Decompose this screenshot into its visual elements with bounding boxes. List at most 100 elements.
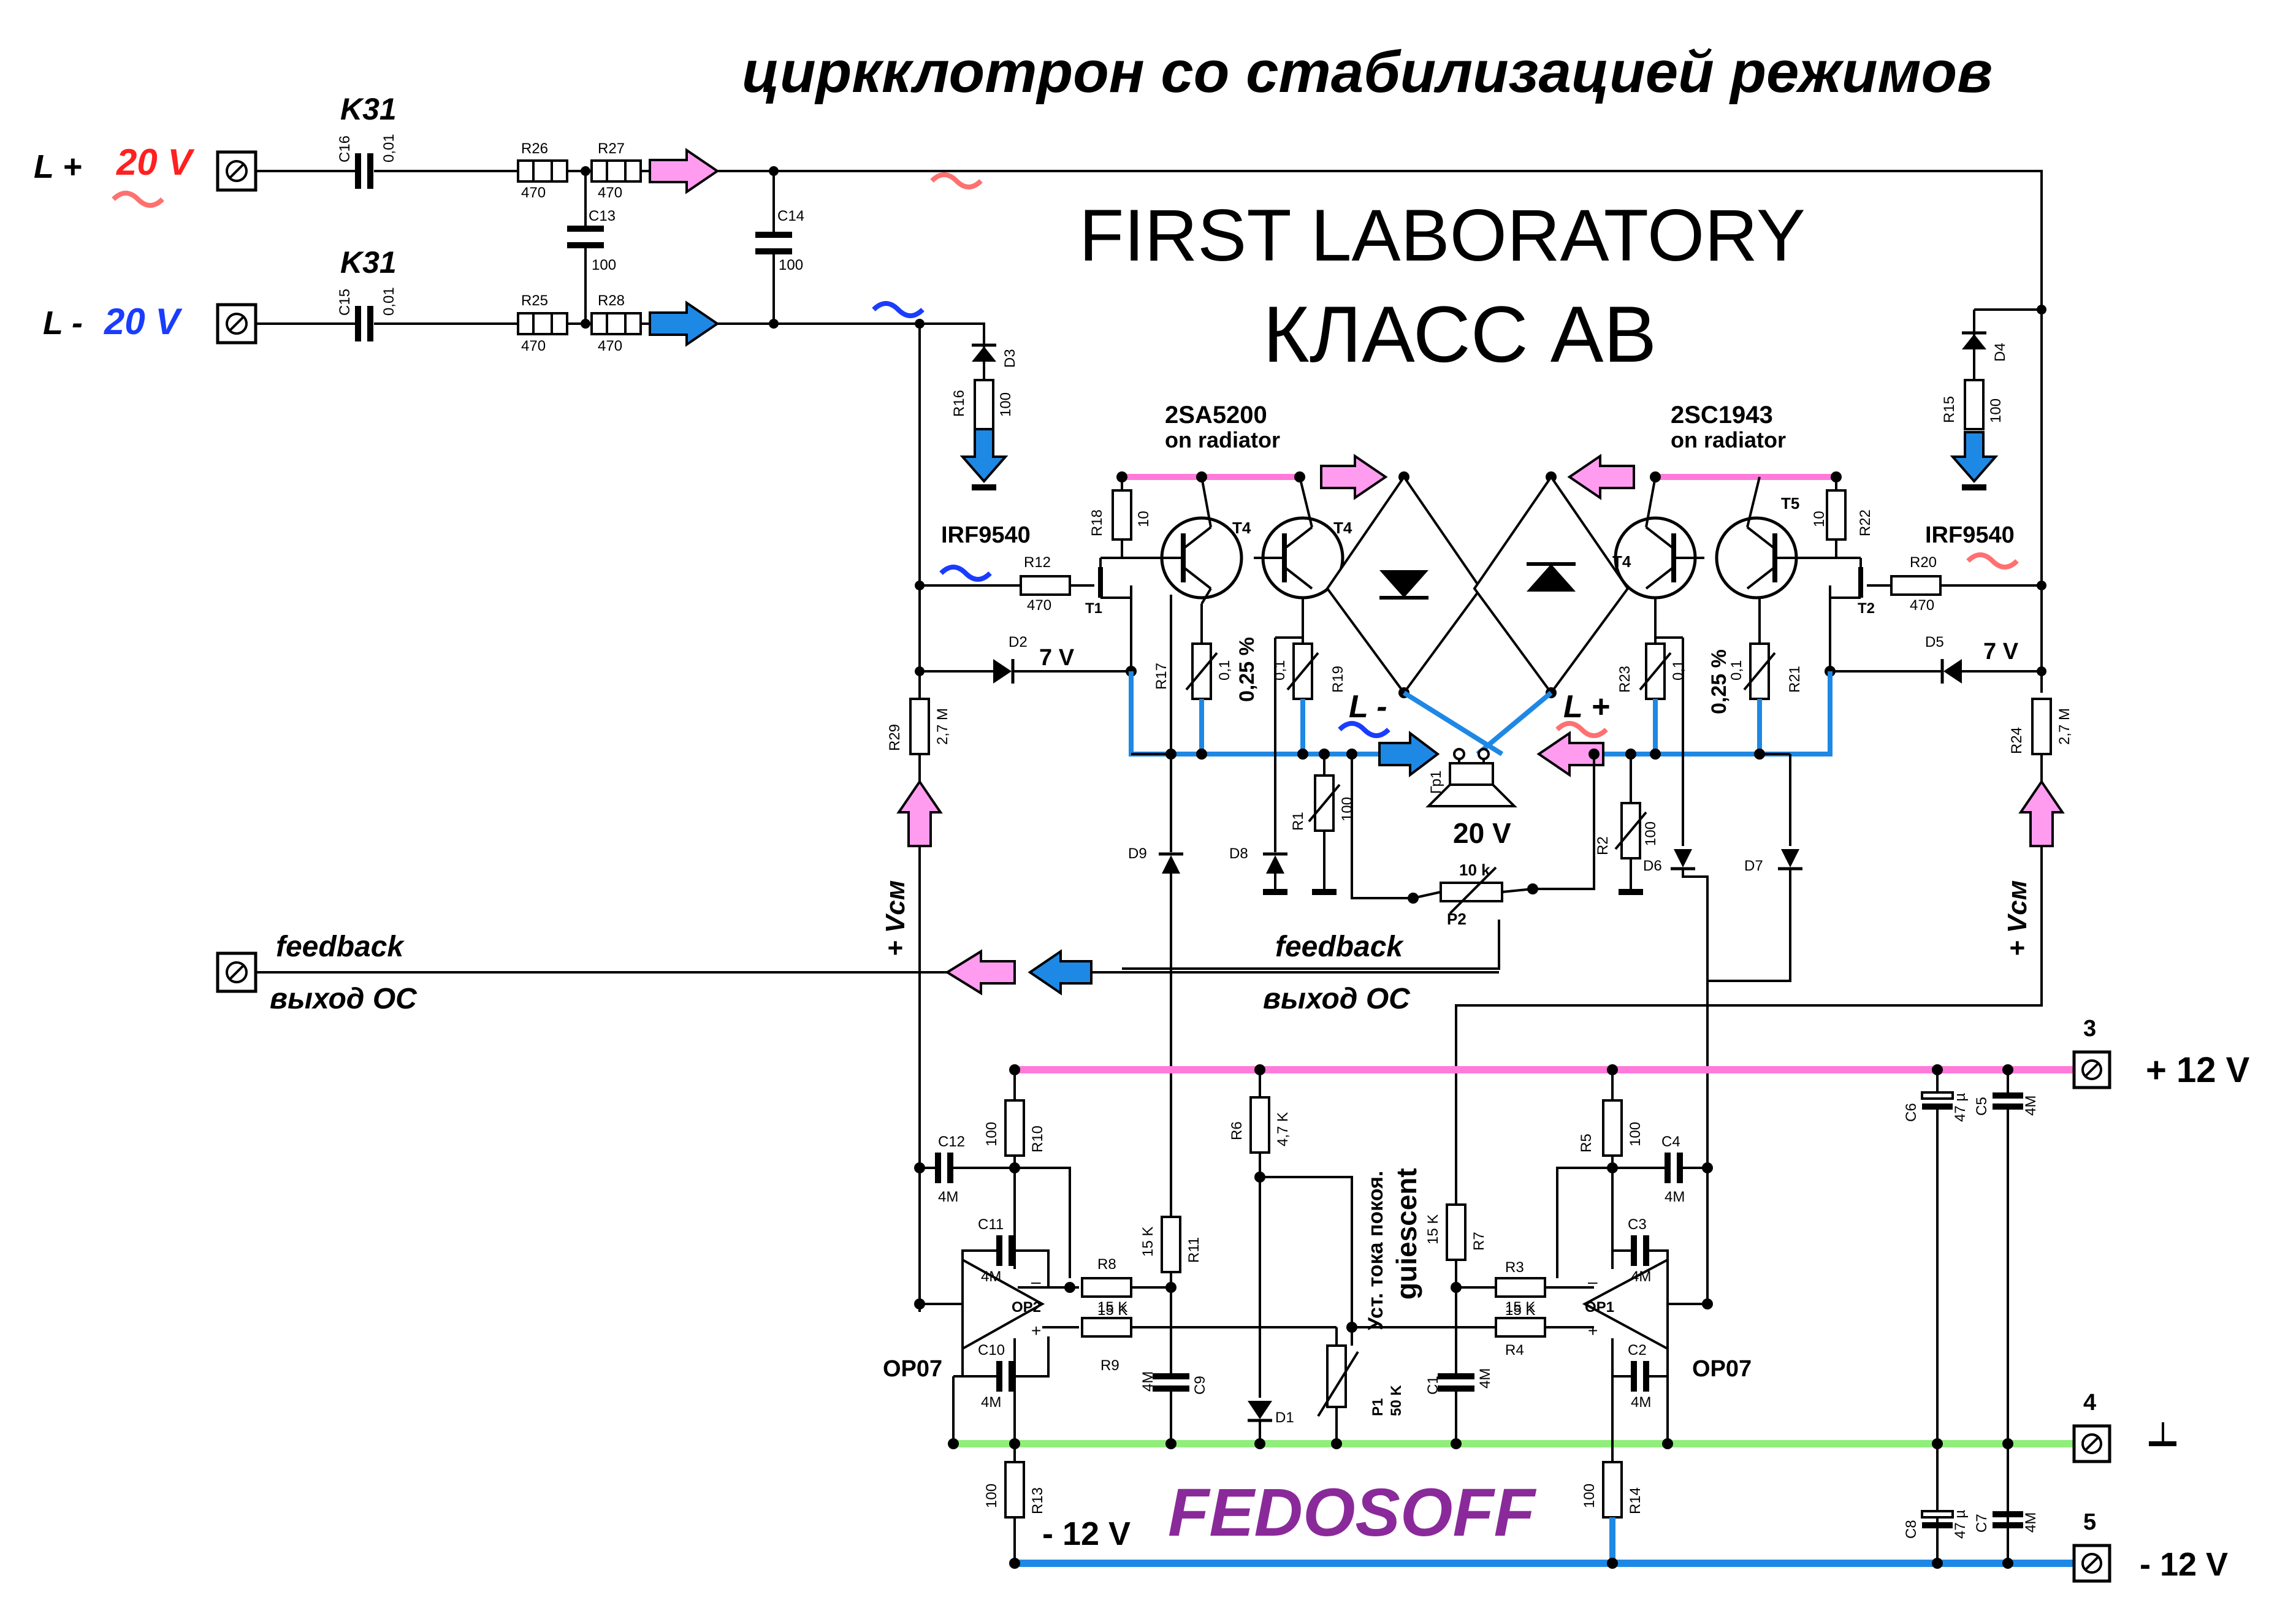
resistor-r16: [974, 379, 994, 430]
r21-label: R21: [1787, 666, 1803, 693]
arrow-pink-output: [1536, 731, 1604, 777]
d4-label: D4: [1992, 343, 2008, 362]
ac-symbol-blue: [872, 301, 925, 318]
resistor-r29: [909, 698, 930, 755]
c16-value: 0,01: [381, 134, 397, 162]
capacitor-c8: [1921, 1510, 1954, 1528]
terminal-4[interactable]: [2072, 1424, 2111, 1463]
op07-right-label: OP07: [1692, 1356, 1752, 1382]
op1-label: OP1: [1585, 1299, 1614, 1316]
resistor-r15: [1964, 379, 1985, 430]
c14-value: 100: [779, 257, 803, 273]
diode-d4: [1962, 331, 1986, 349]
resistor-r18: [1112, 489, 1132, 541]
r25-value: 470: [521, 338, 546, 354]
tolerance-right: 0,25 %: [1707, 649, 1731, 714]
arrow-blue-down: [1950, 431, 1999, 484]
resistor-r7: [1446, 1203, 1466, 1261]
k31-label-top: K31: [340, 92, 397, 126]
signal-arrow-pink-input: [649, 148, 720, 194]
r27-label: R27: [598, 140, 625, 157]
t4-label-a: T4: [1232, 519, 1251, 537]
r17-value: 0,1: [1216, 660, 1233, 680]
r5-value: 100: [1627, 1122, 1644, 1146]
speaker-voltage: 20 V: [1453, 817, 1511, 849]
input-terminal-l-plus[interactable]: [216, 150, 257, 192]
plus-12v-label: + 12 V: [2146, 1050, 2250, 1090]
c10-label: C10: [978, 1342, 1005, 1359]
c1-value: 4M: [1477, 1368, 1493, 1389]
transistor-right-label: 2SC1943: [1671, 402, 1773, 429]
t1-label: T1: [1085, 600, 1102, 617]
r3-value: 15 K: [1505, 1299, 1535, 1316]
c12-value: 4M: [938, 1189, 958, 1205]
minus-12v-label: - 12 V: [2140, 1546, 2228, 1583]
terminal-3[interactable]: [2072, 1050, 2111, 1089]
d3-label: D3: [1002, 349, 1018, 368]
r12-label: R12: [1024, 554, 1051, 571]
d9-label: D9: [1128, 845, 1147, 862]
tolerance-left: 0,25 %: [1235, 637, 1259, 702]
input-l-minus-voltage: 20 V: [104, 301, 183, 342]
r26-value: 470: [521, 185, 546, 201]
resistor-r22: [1826, 489, 1847, 541]
arrow-pink-feedback: [945, 949, 1016, 996]
quiescent-ru-label: Уст. тока покоя.: [1364, 1171, 1387, 1330]
t4-label-b: T4: [1333, 519, 1352, 537]
arrow-blue-down: [959, 428, 1009, 484]
t5-label: T5: [1781, 494, 1799, 513]
signal-arrow-blue-input: [649, 300, 720, 347]
minus-12v-label-left: - 12 V: [1042, 1515, 1131, 1552]
r7-label: R7: [1471, 1232, 1487, 1251]
r8-value: 15 K: [1097, 1299, 1127, 1316]
capacitor-c9: [1153, 1373, 1189, 1392]
terminal-5[interactable]: [2072, 1544, 2111, 1583]
capacitor-c4: [1665, 1153, 1683, 1183]
c13-value: 100: [592, 257, 616, 273]
capacitor-c11: [996, 1235, 1015, 1266]
r8-label: R8: [1097, 1256, 1116, 1273]
ac-symbol-blue: [939, 565, 992, 582]
terminal-4-label: 4: [2083, 1390, 2096, 1416]
r13-label: R13: [1029, 1487, 1046, 1514]
c1-label: C1: [1425, 1376, 1441, 1395]
capacitor-c13: [567, 226, 604, 248]
resistor-r24: [2031, 698, 2052, 755]
r15-value: 100: [1988, 398, 2004, 423]
resistor-r20: [1890, 575, 1942, 596]
d2-label: D2: [1009, 634, 1028, 650]
resistor-r17: [1191, 642, 1212, 700]
ac-symbol-red: [112, 191, 164, 208]
t4-label-c: T4: [1612, 552, 1631, 571]
c16-label: C16: [337, 135, 353, 162]
p1-label: P1: [1370, 1398, 1386, 1416]
resistor-r5: [1602, 1099, 1623, 1157]
r27-value: 470: [598, 185, 622, 201]
r15-label: R15: [1941, 396, 1958, 423]
resistor-r9: [1081, 1317, 1132, 1338]
diode-d9: [1159, 852, 1183, 874]
d6-label: D6: [1643, 858, 1662, 874]
r13-value: 100: [983, 1484, 1000, 1508]
resistor-r4: [1495, 1317, 1546, 1338]
feedback-terminal[interactable]: [216, 951, 257, 993]
resistor-r12: [1020, 575, 1071, 596]
feedback-label-en-left: feedback: [276, 931, 405, 963]
r21-value: 0,1: [1728, 660, 1745, 680]
diode-d3: [972, 343, 996, 362]
output-l-minus: L -: [1349, 689, 1387, 725]
arrow-pink-up-vsm-left: [896, 779, 943, 847]
d5-label: D5: [1925, 634, 1944, 650]
arrow-blue-output: [1378, 730, 1440, 778]
r10-label: R10: [1029, 1126, 1046, 1153]
terminal-3-label: 3: [2083, 1016, 2096, 1042]
irf-left-label: IRF9540: [941, 522, 1031, 548]
output-bus-cross: [1402, 690, 1504, 757]
input-l-minus-label: L -: [43, 305, 83, 341]
r20-label: R20: [1910, 554, 1937, 571]
capacitor-c6: [1921, 1091, 1954, 1110]
r7-value: 15 K: [1425, 1214, 1441, 1244]
input-terminal-l-minus[interactable]: [216, 303, 257, 345]
